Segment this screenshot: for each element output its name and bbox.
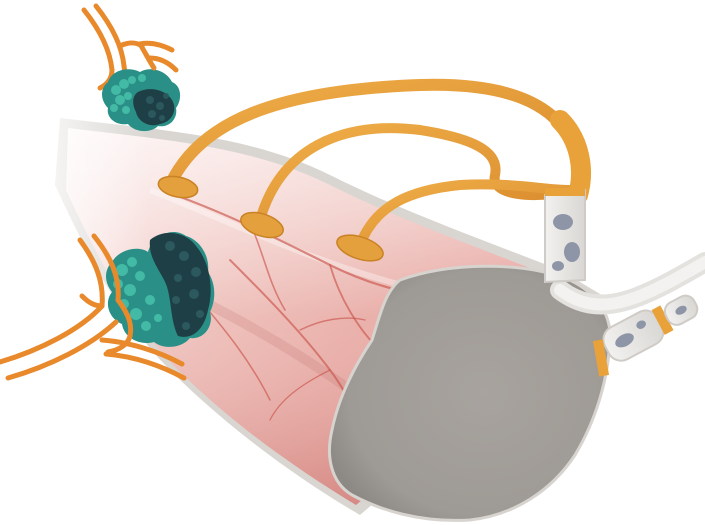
illustration-canvas	[0, 0, 705, 525]
autoimmune-neuromuscular-illustration	[0, 0, 705, 525]
